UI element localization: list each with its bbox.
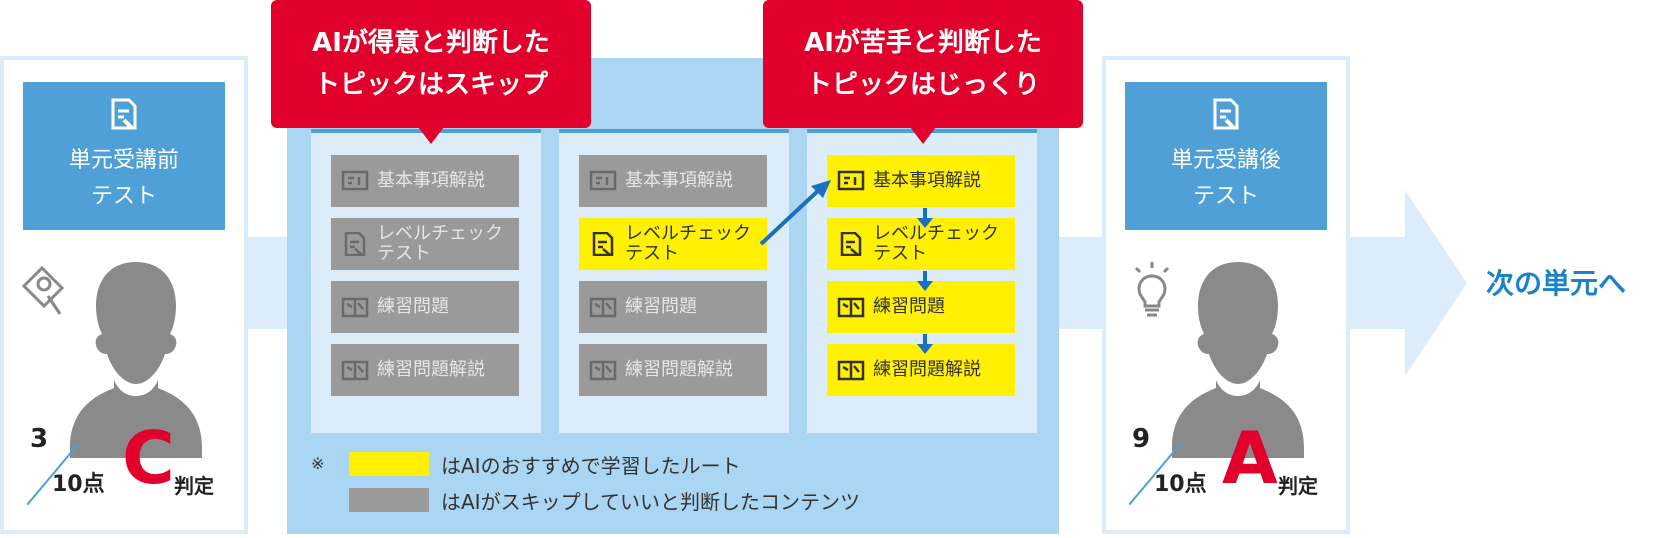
route-arrow-diagonal [759,180,831,246]
item-label-line1: レベルチェック [625,223,751,244]
list-item: 練習問題 [331,281,519,333]
after-grade: A [1222,416,1278,500]
after-card: 単元受講後 テスト 9 10点 A 判定 [1102,56,1350,534]
after-total: 10点 [1154,472,1207,497]
book-icon [589,297,617,318]
after-test-label-line1: 単元受講後 [1170,148,1281,173]
before-score: 3 [30,424,49,454]
callout-weak-topic: AIが苦手と判断した トピックはじっくり [763,0,1083,144]
before-test-box: 単元受講前 テスト [23,82,225,230]
route-column-2: 基本事項解説 レベルチェックテスト 練習問題 練習問題解説 [559,133,789,433]
legend-note-mark: ※ [311,454,325,473]
route-column-1: 基本事項解説 レベルチェックテスト 練習問題 練習問題解説 [311,133,541,433]
confused-face-icon [21,265,65,315]
item-label: 練習問題 [873,296,945,317]
item-label: 基本事項解説 [625,170,733,191]
book-icon [341,297,369,318]
after-score: 9 [1132,424,1151,454]
before-card: 単元受講前 テスト 3 10点 C 判定 [0,56,248,534]
book-icon [837,360,865,381]
item-label: 練習問題 [625,296,697,317]
route-arrow-stem [923,334,927,346]
next-unit-label: 次の単元へ [1486,267,1627,300]
list-item: レベルチェックテスト [827,218,1015,270]
book-icon [589,360,617,381]
legend-swatch-gray [349,488,429,512]
callout-weak-line1: AIが苦手と判断した [804,28,1042,58]
route-arrow-down [917,344,933,354]
test-icon [592,232,614,256]
callout-tail [418,127,444,144]
list-item: 基本事項解説 [827,155,1015,207]
callout-weak-line2: トピックはじっくり [805,70,1040,100]
route-arrow-stem [923,271,927,283]
list-item: レベルチェックテスト [579,218,767,270]
list-item: 練習問題解説 [579,344,767,396]
item-label: 基本事項解説 [873,170,981,191]
item-label: 練習問題解説 [873,359,981,380]
after-test-box: 単元受講後 テスト [1125,82,1327,230]
legend-gray-text: はAIがスキップしていいと判断したコンテンツ [441,490,860,514]
lecture-icon [341,170,369,191]
test-icon [840,232,862,256]
lightbulb-icon [1134,262,1170,317]
item-label-line1: レベルチェック [377,223,503,244]
lecture-icon [589,170,617,191]
legend-yellow-text: はAIのおすすめで学習したルート [441,454,741,478]
test-doc-icon [111,98,137,130]
list-item: 練習問題解説 [331,344,519,396]
list-item: 練習問題 [579,281,767,333]
route-arrow-stem [923,208,927,220]
before-test-label-line1: 単元受講前 [68,148,179,173]
callout-strong-line1: AIが得意と判断した [312,28,550,58]
legend-swatch-yellow [349,452,429,476]
callout-strong-topic: AIが得意と判断した トピックはスキップ [271,0,591,144]
item-label: 練習問題解説 [377,359,485,380]
book-icon [837,297,865,318]
route-arrow-down [917,281,933,291]
next-arrow-head [1405,190,1467,376]
item-label-line2: テスト [873,243,927,264]
before-total: 10点 [52,472,105,497]
item-label: 練習問題解説 [625,359,733,380]
item-label: 練習問題 [377,296,449,317]
test-doc-icon [1213,98,1239,130]
after-judge: 判定 [1278,474,1318,498]
callout-strong-line2: トピックはスキップ [313,70,548,100]
book-icon [341,360,369,381]
student-silhouette [70,262,202,458]
list-item: レベルチェックテスト [331,218,519,270]
before-test-label-line2: テスト [90,184,157,209]
learning-route-panel: 基本事項解説 レベルチェックテスト 練習問題 練習問題解説 基本事項解説 レベル… [287,58,1059,534]
item-label-line2: テスト [625,243,679,264]
list-item: 基本事項解説 [331,155,519,207]
test-icon [344,232,366,256]
callout-tail [910,127,936,144]
item-label-line1: レベルチェック [873,223,999,244]
after-test-label-line2: テスト [1192,184,1259,209]
lecture-icon [837,170,865,191]
list-item: 基本事項解説 [579,155,767,207]
item-label: 基本事項解説 [377,170,485,191]
route-arrow-down [917,218,933,228]
student-silhouette [1172,262,1304,458]
before-judge: 判定 [174,474,214,498]
before-grade: C [122,416,175,500]
item-label-line2: テスト [377,243,431,264]
